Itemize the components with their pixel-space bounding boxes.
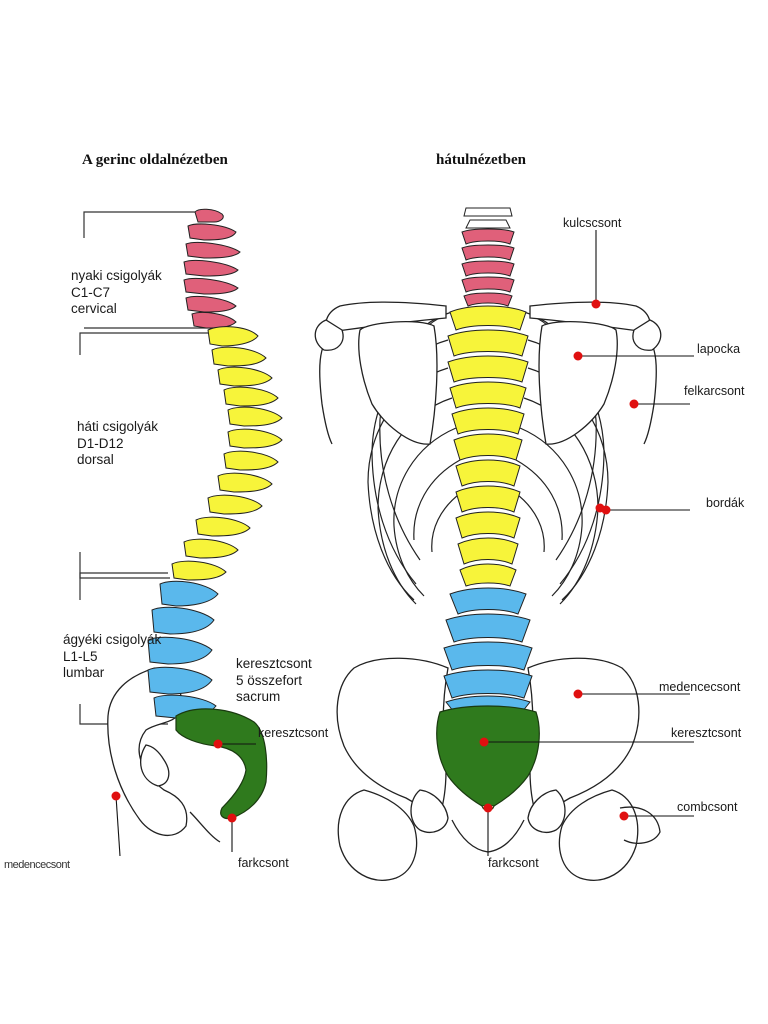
back-pelvis xyxy=(336,657,661,881)
back-lumbar-vertebrae xyxy=(443,587,533,713)
thoracic-latin: dorsal xyxy=(77,452,114,467)
side-pelvis-label: medencecsont xyxy=(4,859,70,871)
cervical-group-label: nyaki csigolyák C1-C7 cervical xyxy=(71,268,162,318)
back-shoulder-girdle xyxy=(314,301,662,445)
sacrum-note-name: keresztcsont xyxy=(236,656,312,671)
pelvis-label: medencecsont xyxy=(659,680,741,694)
scapula-label: lapocka xyxy=(697,342,741,356)
cervical-latin: cervical xyxy=(71,301,117,316)
marker-sacrum xyxy=(479,737,489,747)
back-view xyxy=(314,207,662,881)
side-sacrum-label: keresztcsont xyxy=(258,726,329,740)
side-lumbar-vertebrae xyxy=(147,580,219,719)
back-thoracic-vertebrae xyxy=(447,305,529,587)
sacrum-note-label: keresztcsont 5 összefort sacrum xyxy=(236,656,312,706)
lumbar-name: ágyéki csigolyák xyxy=(63,632,162,647)
back-coccyx-label: farkcsont xyxy=(488,856,539,870)
sacrum-note-latin: sacrum xyxy=(236,689,281,704)
side-brackets xyxy=(79,211,215,725)
thoracic-range: D1-D12 xyxy=(77,435,124,451)
side-view-title: A gerinc oldalnézetben xyxy=(82,152,228,168)
marker-side-sacrum xyxy=(213,739,223,749)
marker-scapula xyxy=(573,351,583,361)
marker-clavicle xyxy=(591,299,601,309)
thoracic-group-label: háti csigolyák D1-D12 dorsal xyxy=(77,419,158,469)
back-view-title: hátulnézetben xyxy=(436,152,526,168)
side-view xyxy=(79,208,283,843)
side-coccyx-label: farkcsont xyxy=(238,856,289,870)
cervical-name: nyaki csigolyák xyxy=(71,268,162,283)
ribs-label: bordák xyxy=(706,496,745,510)
back-sacrum-label: keresztcsont xyxy=(671,726,742,740)
back-cervical-vertebrae xyxy=(461,207,515,307)
marker-coccyx xyxy=(483,803,493,813)
marker-ribs-b xyxy=(601,505,611,515)
side-pelvis xyxy=(107,667,221,843)
marker-humerus xyxy=(629,399,639,409)
humerus-label: felkarcsont xyxy=(684,384,745,398)
marker-side-coccyx xyxy=(227,813,237,823)
side-thoracic-vertebrae xyxy=(171,326,283,581)
side-cervical-vertebrae xyxy=(183,208,241,329)
markers xyxy=(111,299,639,823)
clavicle-label: kulcscsont xyxy=(563,216,622,230)
marker-side-pelvis xyxy=(111,791,121,801)
marker-pelvis xyxy=(573,689,583,699)
leader-lines xyxy=(115,230,694,857)
femur-label: combcsont xyxy=(677,800,738,814)
thoracic-name: háti csigolyák xyxy=(77,419,159,434)
lumbar-group-label: ágyéki csigolyák L1-L5 lumbar xyxy=(63,632,161,682)
side-sacrum xyxy=(175,708,268,820)
marker-femur xyxy=(619,811,629,821)
lumbar-latin: lumbar xyxy=(63,665,105,680)
sacrum-note-desc: 5 összefort xyxy=(236,672,303,688)
cervical-range: C1-C7 xyxy=(71,284,111,300)
back-sacrum xyxy=(436,705,540,812)
lumbar-range: L1-L5 xyxy=(63,648,98,664)
